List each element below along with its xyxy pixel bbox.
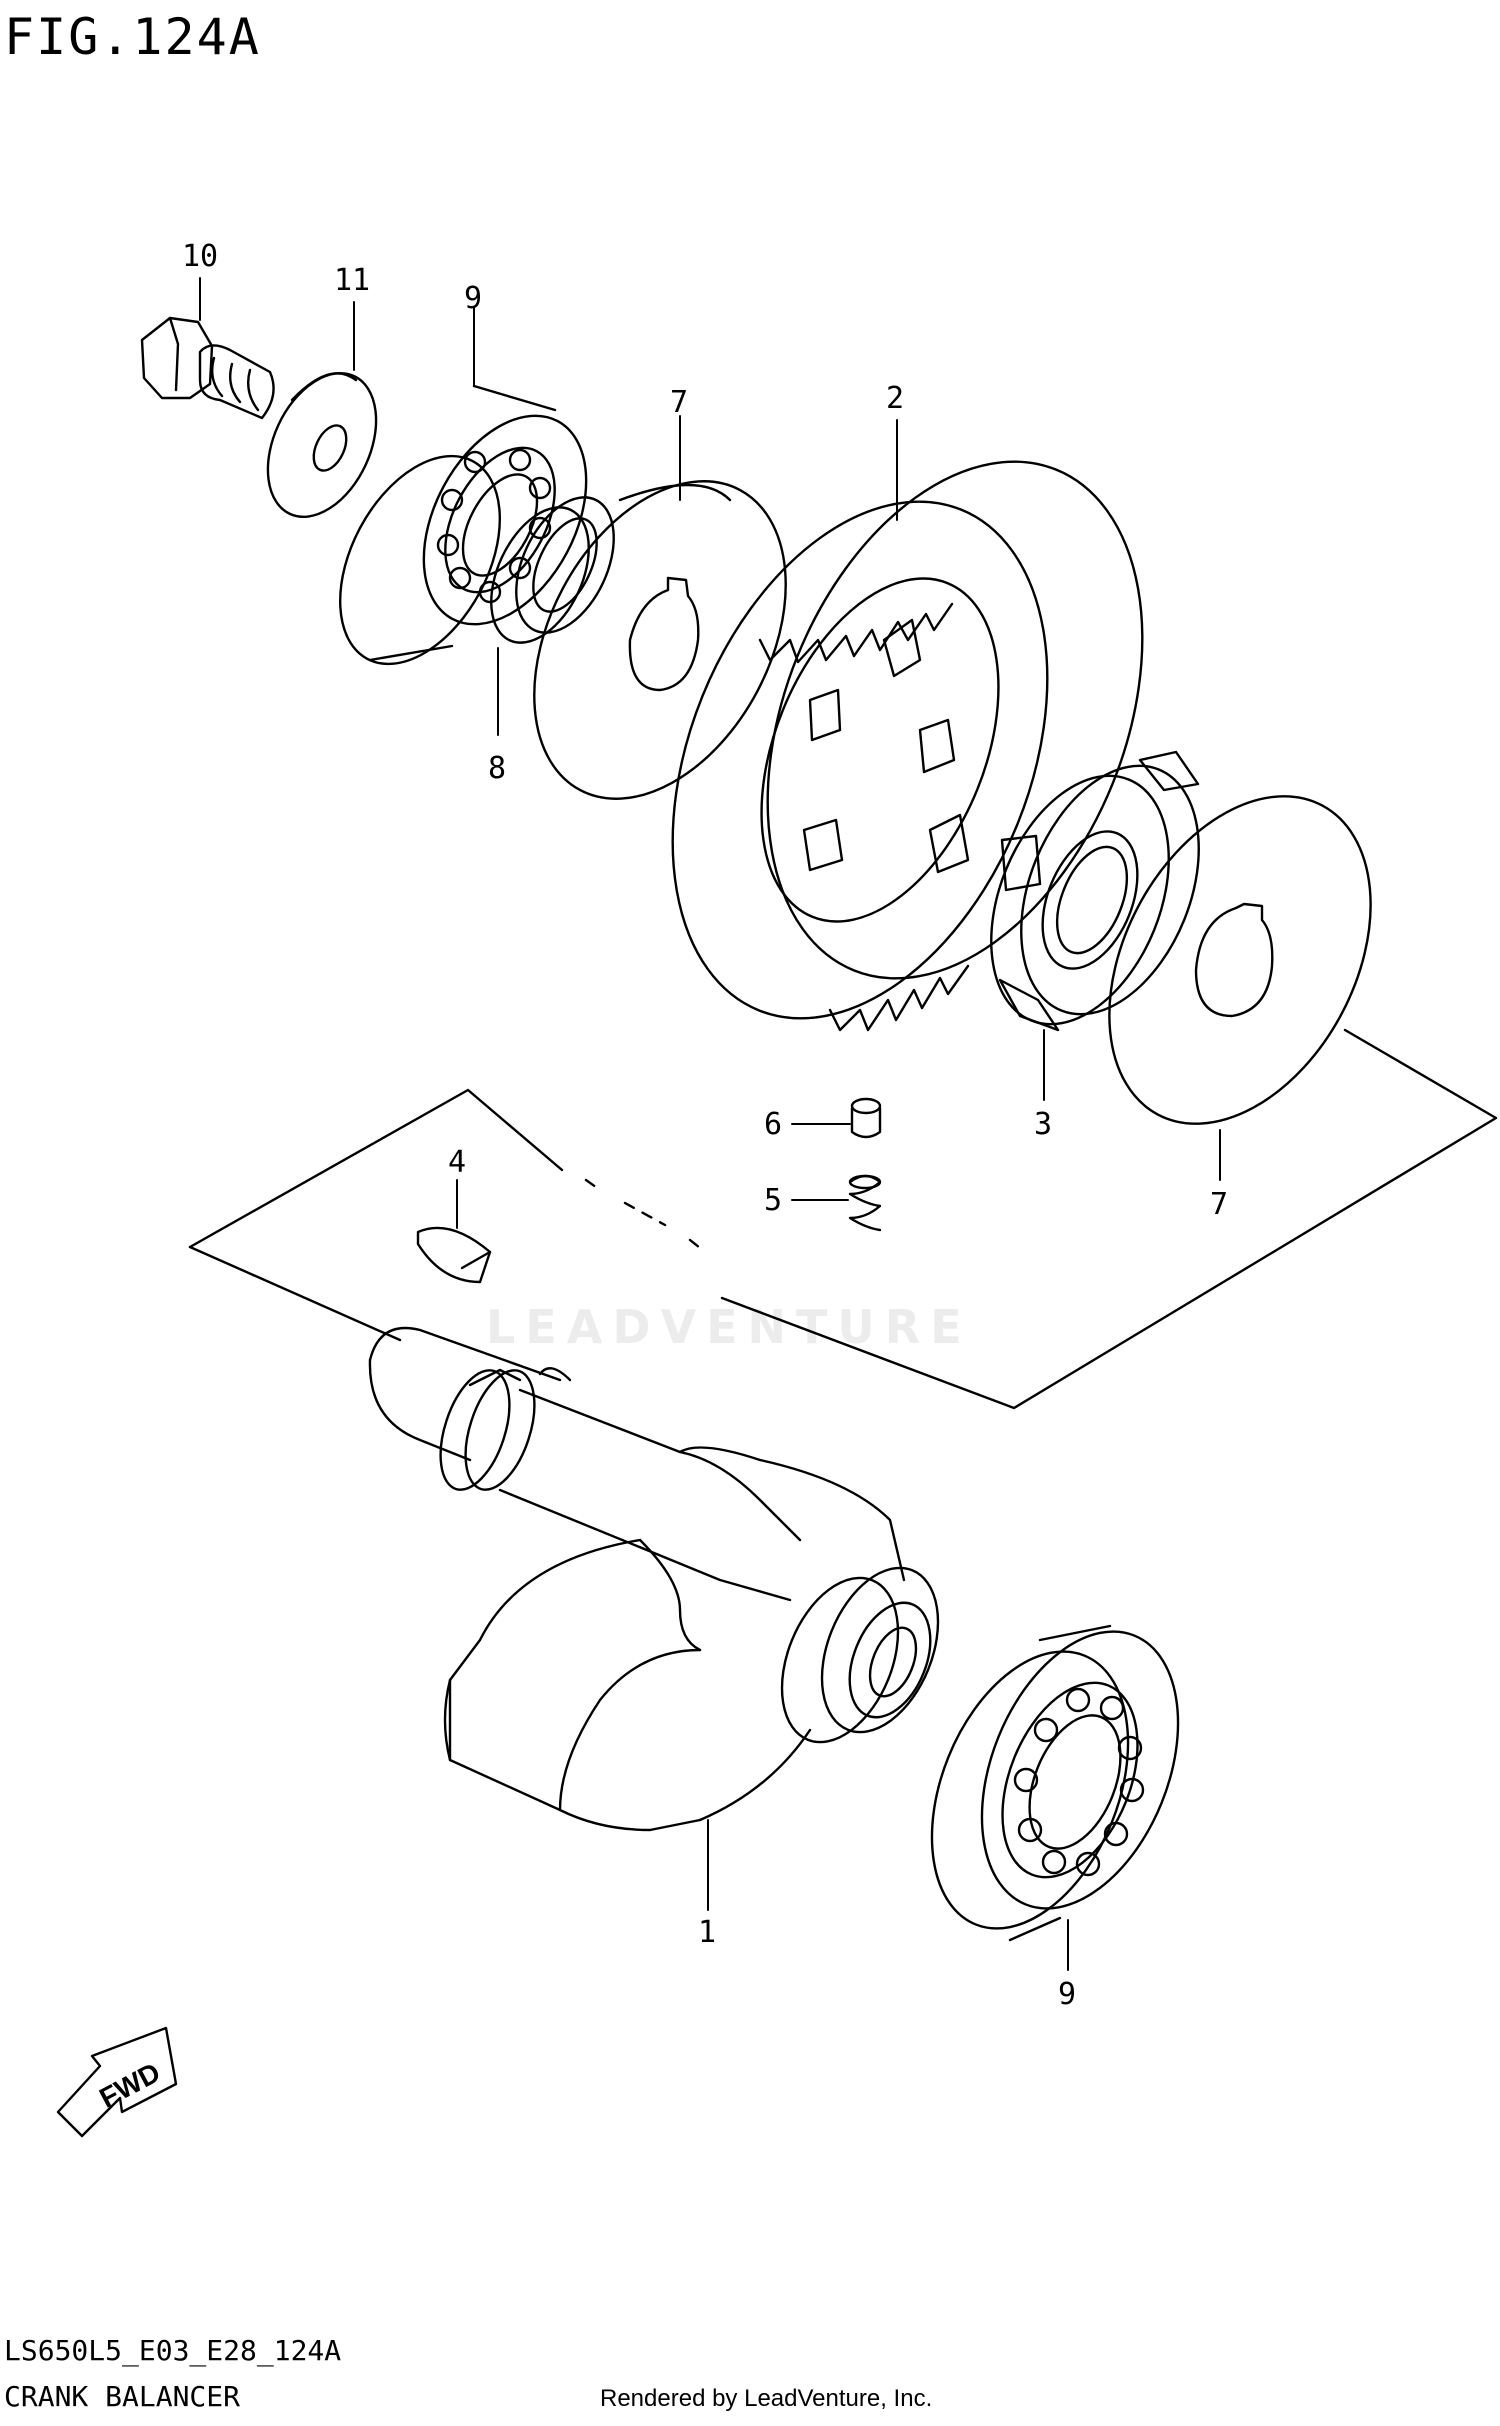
callout-3: 3: [1034, 1107, 1052, 1142]
part-1-balancer-shaft[interactable]: [368, 1326, 961, 1832]
callout-8: 8: [488, 751, 506, 786]
part-7-plate-lower[interactable]: [1056, 751, 1423, 1168]
part-7-plate-upper[interactable]: [483, 438, 837, 841]
callout-6: 6: [764, 1107, 782, 1142]
part-10-bolt[interactable]: [140, 316, 275, 420]
part-6-pin[interactable]: [850, 1097, 882, 1139]
part-2-driven-gear[interactable]: [601, 406, 1214, 1074]
callout-1: 1: [698, 1915, 716, 1950]
part-9-bearing-lower[interactable]: [894, 1603, 1216, 1958]
render-credit: Rendered by LeadVenture, Inc.: [600, 2385, 933, 2412]
callout-9-lower: 9: [1058, 1977, 1076, 2012]
fwd-arrow-icon: [56, 2026, 178, 2138]
figure-title: FIG.124A: [4, 8, 261, 66]
callout-4: 4: [448, 1145, 466, 1180]
part-9-bearing-upper[interactable]: [307, 384, 619, 691]
callout-11: 11: [334, 263, 370, 298]
figure-code: LS650L5_E03_E28_124A: [4, 2334, 342, 2367]
callout-7-lower: 7: [1210, 1187, 1228, 1222]
callout-2: 2: [886, 381, 904, 416]
crankshaft-reference-outline: [188, 1028, 1498, 1410]
fwd-label: FWD: [94, 2056, 165, 2113]
callout-7-upper: 7: [670, 385, 688, 420]
watermark-text: LEADVENTURE: [486, 1300, 972, 1354]
part-3-gear-hub[interactable]: [957, 739, 1233, 1050]
part-4-woodruff-key[interactable]: [416, 1226, 492, 1284]
callout-10: 10: [182, 239, 218, 274]
part-11-washer[interactable]: [246, 356, 397, 534]
part-8-collar[interactable]: [472, 482, 634, 658]
callout-5: 5: [764, 1183, 782, 1218]
part-5-spring[interactable]: [848, 1174, 882, 1232]
callout-leaders: [199, 277, 1221, 1971]
figure-name: CRANK BALANCER: [4, 2380, 241, 2413]
callout-9-upper: 9: [464, 281, 482, 316]
